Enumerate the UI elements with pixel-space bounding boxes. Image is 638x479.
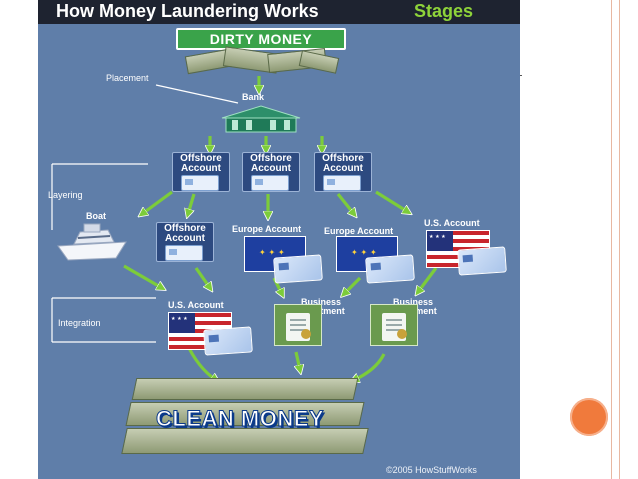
arrow-boat-to-us <box>123 264 162 288</box>
clean-money-label: CLEAN MONEY <box>155 406 325 432</box>
boat-label: Boat <box>86 211 106 221</box>
clean-money-banner: CLEAN MONEY <box>155 406 325 432</box>
offshore-account-3-label: Offshore Account <box>322 153 364 174</box>
card-icon <box>251 175 289 191</box>
offshore-account-mid: Offshore Account <box>156 222 214 262</box>
arrow-us-to-business <box>418 267 438 292</box>
arrow-offshore1-to-boat <box>142 190 173 214</box>
decorative-circle <box>570 398 608 436</box>
arrow-offshore3-to-europe <box>336 193 354 214</box>
bank-icon <box>221 105 301 133</box>
europe-account-1-label: Europe Account <box>232 224 302 234</box>
dirty-money-label: DIRTY MONEY <box>209 31 313 47</box>
layering-bracket <box>51 163 148 230</box>
figure-credit: ©2005 HowStuffWorks <box>386 465 477 475</box>
card-icon <box>323 175 361 191</box>
offshore-account-1: Offshore Account <box>172 152 230 192</box>
flow-diagram <box>51 76 438 479</box>
figure-title: How Money Laundering Works <box>56 1 319 21</box>
integration-label: Integration <box>58 318 101 328</box>
money-laundering-figure: How Money Laundering Works Stages <box>38 0 520 479</box>
figure-title-accent: Stages <box>414 1 474 21</box>
bank-label: Bank <box>242 92 265 102</box>
offshore-account-3: Offshore Account <box>314 152 372 192</box>
layering-label: Layering <box>48 190 83 200</box>
arrow-offshore-mid-to-us <box>194 267 210 288</box>
dirty-money-pile <box>180 46 340 75</box>
card-icon <box>203 326 253 356</box>
offshore-account-mid-label: Offshore Account <box>164 223 206 244</box>
placement-leader-line <box>155 84 239 104</box>
business-investment-2-icon <box>370 304 418 346</box>
business-investment-1-icon <box>274 304 322 346</box>
offshore-account-1-label: Offshore Account <box>180 153 222 174</box>
offshore-account-2: Offshore Account <box>242 152 300 192</box>
card-icon <box>365 254 415 284</box>
arrow-europe2-to-business <box>344 276 362 294</box>
europe-account-2-label: Europe Account <box>324 226 394 236</box>
boat-icon <box>57 223 127 261</box>
dirty-money-banner: DIRTY MONEY <box>176 28 346 50</box>
slide-rule-right <box>619 0 620 479</box>
card-icon <box>457 246 507 276</box>
slide-rule-left <box>611 0 612 479</box>
title-bar: How Money Laundering Works Stages <box>38 0 520 24</box>
arrow-offshore3-to-us <box>375 190 408 212</box>
card-icon <box>273 254 323 284</box>
us-account-right-label: U.S. Account <box>424 218 480 228</box>
offshore-account-2-label: Offshore Account <box>250 153 292 174</box>
arrow-business1-to-clean <box>296 351 300 370</box>
card-icon <box>181 175 219 191</box>
integration-bracket <box>51 297 156 343</box>
arrow-offshore1-to-offshore-mid <box>188 193 196 214</box>
placement-label: Placement <box>106 73 149 83</box>
decorative-dash <box>519 75 522 76</box>
us-account-bottom-label: U.S. Account <box>168 300 224 310</box>
card-icon <box>165 245 203 261</box>
